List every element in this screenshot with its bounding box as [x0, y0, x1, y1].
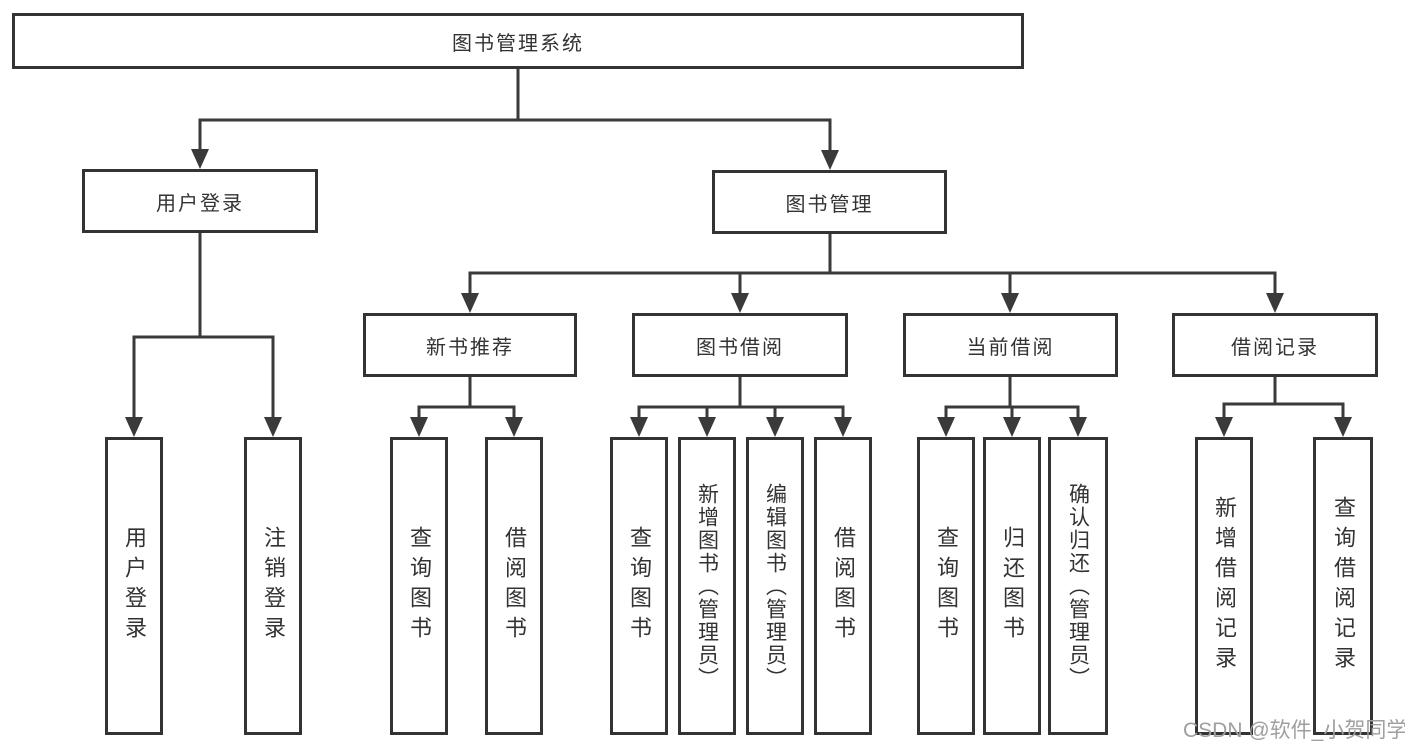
- leaf-return-books: 归还图书: [983, 437, 1041, 735]
- node-label: 图书管理: [785, 193, 874, 216]
- csdn-watermark: CSDN @软件_小贺同学: [1183, 719, 1405, 742]
- node-label: 确认归还（管理员）: [1066, 482, 1090, 690]
- node-book-borrowing: 图书借阅: [632, 313, 848, 377]
- leaf-add-borrow-record: 新增借阅记录: [1195, 437, 1253, 735]
- leaf-edit-books-admin: 编辑图书（管理员）: [746, 437, 804, 735]
- node-label: 新增借阅记录: [1212, 496, 1237, 676]
- node-label: 编辑图书（管理员）: [763, 482, 787, 690]
- node-library-management-system: 图书管理系统: [12, 13, 1024, 69]
- node-label: 当前借阅: [966, 336, 1055, 359]
- node-label: 用户登录: [156, 192, 244, 215]
- leaf-borrow-books: 借阅图书: [814, 437, 872, 735]
- node-label: 归还图书: [1000, 526, 1025, 646]
- node-label: 查询图书: [407, 526, 432, 646]
- arrowheads: [125, 149, 1352, 437]
- leaf-add-books-admin: 新增图书（管理员）: [678, 437, 736, 735]
- node-borrowing-records: 借阅记录: [1172, 313, 1378, 377]
- node-label: 新书推荐: [426, 336, 514, 359]
- leaf-borrow-books: 借阅图书: [485, 437, 543, 735]
- node-label: 用户登录: [122, 526, 147, 646]
- node-current-borrowing: 当前借阅: [903, 313, 1118, 377]
- node-label: 借阅图书: [502, 526, 527, 646]
- leaf-query-books: 查询图书: [917, 437, 975, 735]
- node-book-management: 图书管理: [712, 170, 947, 234]
- node-label: 查询图书: [627, 526, 652, 646]
- leaf-query-borrow-record: 查询借阅记录: [1313, 437, 1373, 735]
- node-label: 借阅图书: [831, 526, 856, 646]
- node-label: 查询借阅记录: [1331, 496, 1356, 676]
- leaf-query-books: 查询图书: [390, 437, 448, 735]
- leaf-confirm-return-admin: 确认归还（管理员）: [1048, 437, 1108, 735]
- leaf-query-books: 查询图书: [610, 437, 668, 735]
- node-new-book-recommendation: 新书推荐: [363, 313, 577, 377]
- node-label: 新增图书（管理员）: [695, 482, 719, 690]
- node-label: 图书借阅: [696, 336, 784, 359]
- leaf-user-login: 用户登录: [105, 437, 163, 735]
- node-label: 查询图书: [934, 526, 959, 646]
- node-label: 借阅记录: [1231, 336, 1319, 359]
- node-label: 注销登录: [261, 526, 286, 646]
- node-user-login: 用户登录: [82, 169, 318, 233]
- leaf-logout: 注销登录: [244, 437, 302, 735]
- node-label: 图书管理系统: [452, 32, 584, 55]
